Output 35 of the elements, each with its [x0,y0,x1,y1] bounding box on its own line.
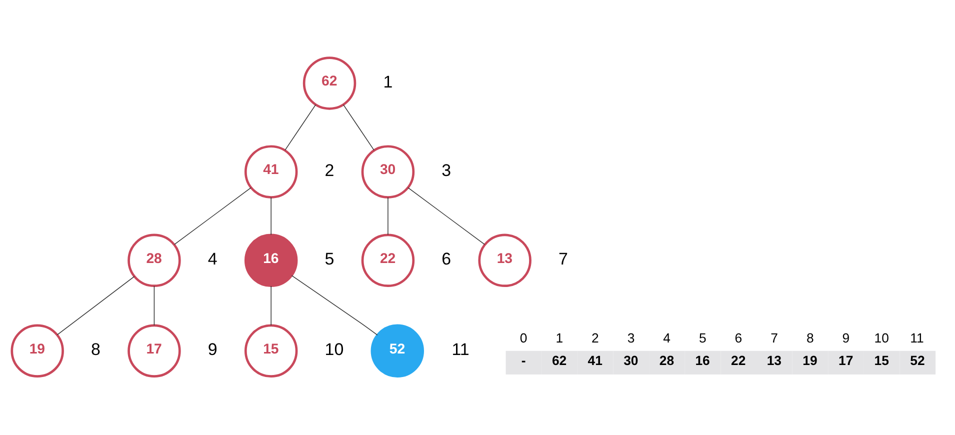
node-label: 5 [324,249,334,268]
label: 13 [766,352,782,368]
node-label: 4 [208,249,218,268]
label: 0 [520,330,528,346]
label: 7 [770,330,778,346]
label: 5 [698,330,706,346]
label: 16 [695,352,710,368]
label: 3 [627,330,635,346]
node-label: 3 [442,160,452,180]
label: 8 [806,330,814,346]
label: 11 [910,330,924,346]
label: 30 [624,352,638,368]
label: 28 [659,352,674,368]
label: - [521,352,526,368]
node-label: 10 [324,340,344,359]
node-label: 6 [442,249,452,268]
label: 19 [802,352,818,368]
label: 1 [556,330,564,346]
node-label: 8 [91,340,100,359]
node-label: 11 [452,340,470,359]
label: 52 [910,352,925,368]
label: 6 [734,330,742,346]
label: 2 [592,330,599,346]
label: 41 [588,352,602,368]
node-label: 7 [558,249,568,268]
label: 4 [663,330,671,346]
node-label: 2 [324,160,334,180]
label: 17 [838,352,854,368]
label: 62 [552,352,567,368]
label: 10 [874,330,889,346]
label: 15 [874,352,889,368]
label: 22 [731,352,746,368]
node-label: 9 [208,340,218,359]
label: 9 [842,330,850,346]
node-label: 1 [383,72,393,91]
